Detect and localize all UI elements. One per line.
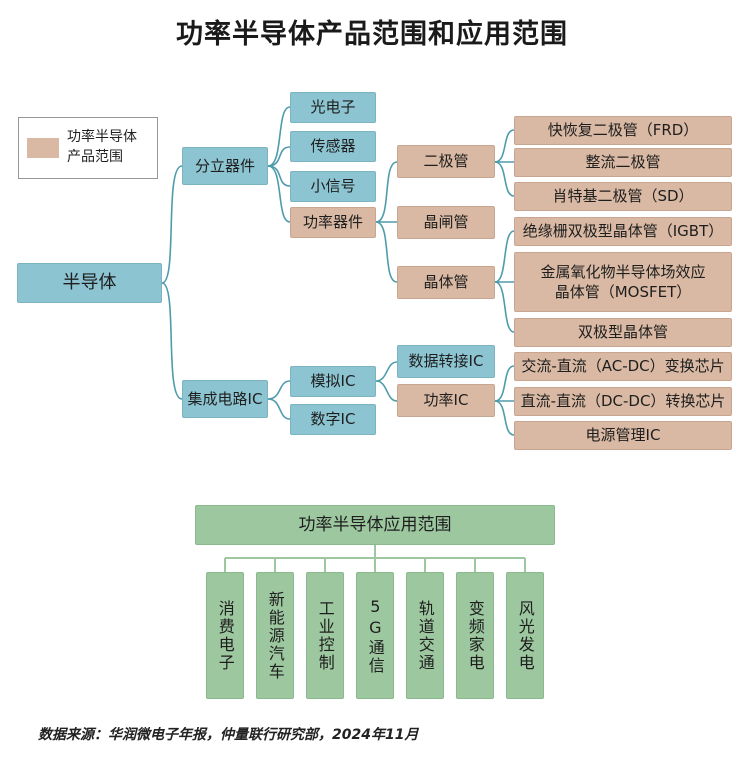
connector-diode-sd — [494, 161, 515, 197]
leaf-rectifier-diode: 整流二极管 — [514, 148, 732, 177]
connector-poweric-acdc — [494, 365, 515, 402]
connector-discrete-power — [267, 165, 291, 223]
connector-analog-poweric — [375, 380, 398, 402]
connector-ic-analog — [267, 380, 291, 400]
connector-root-ic — [161, 282, 183, 400]
leaf-mosfet: 金属氧化物半导体场效应 晶体管（MOSFET） — [514, 252, 732, 312]
connector-diode-frd — [494, 129, 515, 163]
node-sensor: 传感器 — [290, 131, 376, 162]
legend: 功率半导体 产品范围 — [18, 117, 158, 179]
connector-transistor-igbt — [494, 230, 515, 283]
leaf-ac-dc: 交流-直流（AC-DC）变换芯片 — [514, 352, 732, 381]
connector-discrete-small-signal — [267, 165, 291, 187]
node-analog-ic: 模拟IC — [290, 366, 376, 397]
connector-transistor-bjt — [494, 281, 515, 333]
leaf-bjt: 双极型晶体管 — [514, 318, 732, 347]
app-new-energy-vehicles: 新能源汽车 — [256, 572, 294, 699]
connector-power-diode — [375, 161, 398, 223]
node-power-ic: 功率IC — [397, 384, 495, 417]
legend-swatch — [27, 138, 59, 158]
node-transistor: 晶体管 — [397, 266, 495, 299]
node-thyristor: 晶闸管 — [397, 206, 495, 239]
app-consumer-electronics: 消费电子 — [206, 572, 244, 699]
connector-discrete-sensor — [267, 146, 291, 167]
legend-label: 功率半导体 产品范围 — [67, 129, 137, 165]
node-power-device: 功率器件 — [290, 207, 376, 238]
app-5g-communication: 5G通信 — [356, 572, 394, 699]
app-inverter-appliances: 变频家电 — [456, 572, 494, 699]
node-semiconductor: 半导体 — [17, 263, 162, 303]
node-diode: 二极管 — [397, 145, 495, 178]
node-data-conversion-ic: 数据转接IC — [397, 345, 495, 378]
leaf-igbt: 绝缘栅双极型晶体管（IGBT） — [514, 217, 732, 246]
leaf-dc-dc: 直流-直流（DC-DC）转换芯片 — [514, 387, 732, 416]
connector-discrete-optoelectronics — [267, 106, 291, 167]
connector-root-discrete — [161, 165, 183, 284]
app-wind-solar-power: 风光发电 — [506, 572, 544, 699]
node-integrated-circuit: 集成电路IC — [182, 380, 268, 418]
app-industrial-control: 工业控制 — [306, 572, 344, 699]
node-small-signal: 小信号 — [290, 171, 376, 202]
connector-power-transistor — [375, 221, 398, 283]
connector-ic-digital — [267, 398, 291, 420]
node-digital-ic: 数字IC — [290, 404, 376, 435]
node-discrete-devices: 分立器件 — [182, 147, 268, 185]
source-note: 数据来源：华润微电子年报，仲量联行研究部，2024年11月 — [38, 727, 419, 743]
leaf-frd: 快恢复二极管（FRD） — [514, 116, 732, 145]
page-title: 功率半导体产品范围和应用范围 — [176, 19, 568, 50]
connector-analog-data — [375, 361, 398, 382]
applications-header: 功率半导体应用范围 — [195, 505, 555, 545]
connector-poweric-pmic — [494, 400, 515, 436]
app-rail-transit: 轨道交通 — [406, 572, 444, 699]
leaf-schottky-diode: 肖特基二极管（SD） — [514, 182, 732, 211]
node-optoelectronics: 光电子 — [290, 92, 376, 123]
leaf-pmic: 电源管理IC — [514, 421, 732, 450]
